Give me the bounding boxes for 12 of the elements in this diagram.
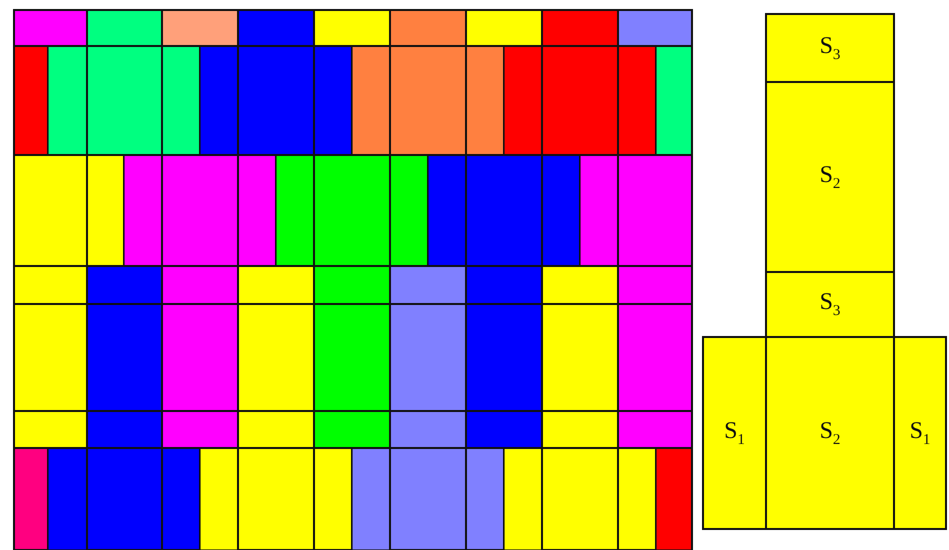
- region-box: [765, 336, 895, 530]
- region-label: S$_{1}$: [724, 418, 745, 448]
- region-label: S$_{3}$: [820, 32, 840, 64]
- region-label: S$_{3}$: [820, 289, 840, 320]
- region-box: [765, 13, 895, 83]
- region-box: [702, 336, 767, 530]
- region-box: [765, 81, 895, 273]
- region-label: S$_{2}$: [820, 162, 840, 192]
- region-label: S$_{1}$: [910, 418, 930, 448]
- region-label: S$_{2}$: [820, 418, 840, 448]
- region-box: [765, 271, 895, 338]
- region-box: [893, 336, 947, 530]
